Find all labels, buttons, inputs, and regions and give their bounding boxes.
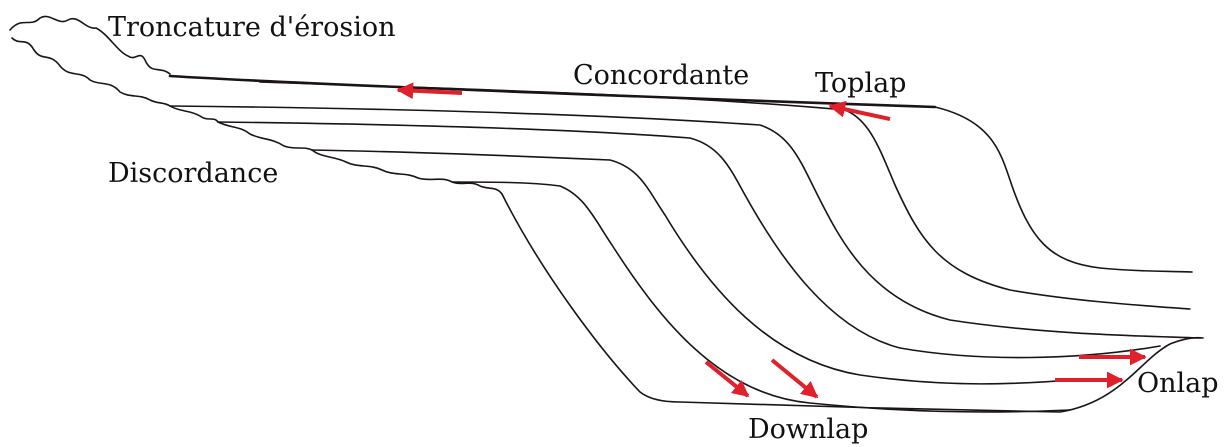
downlap-arrow-right — [770, 358, 819, 399]
erosion-trace-lower — [11, 37, 503, 195]
stratum-6 — [451, 181, 1071, 413]
erosion-trace-upper — [9, 15, 171, 75]
clinoform-strata — [168, 74, 1204, 413]
basal-clinoform — [501, 193, 1204, 413]
concordant-label: Concordante — [573, 60, 749, 91]
erosion-surfaces — [9, 15, 503, 195]
erosional-truncation-label: Troncature d'érosion — [108, 12, 395, 43]
onlap-label: Onlap — [1137, 368, 1219, 399]
toplap-label: Toplap — [815, 68, 906, 99]
downlap-arrow-left — [704, 360, 750, 398]
stratum-1 — [934, 106, 1193, 273]
stratum-3 — [169, 105, 1201, 339]
stratum-5 — [311, 149, 1071, 385]
concordant-arrow — [396, 82, 463, 100]
downlap-label: Downlap — [748, 414, 868, 445]
termination-arrows — [396, 82, 1147, 399]
labels: Troncature d'érosion Concordante Toplap … — [108, 12, 1219, 445]
toplap-arrow — [828, 100, 891, 121]
stratum-2 — [259, 81, 1191, 310]
stratum-4 — [217, 121, 1161, 359]
discordance-label: Discordance — [108, 158, 278, 189]
